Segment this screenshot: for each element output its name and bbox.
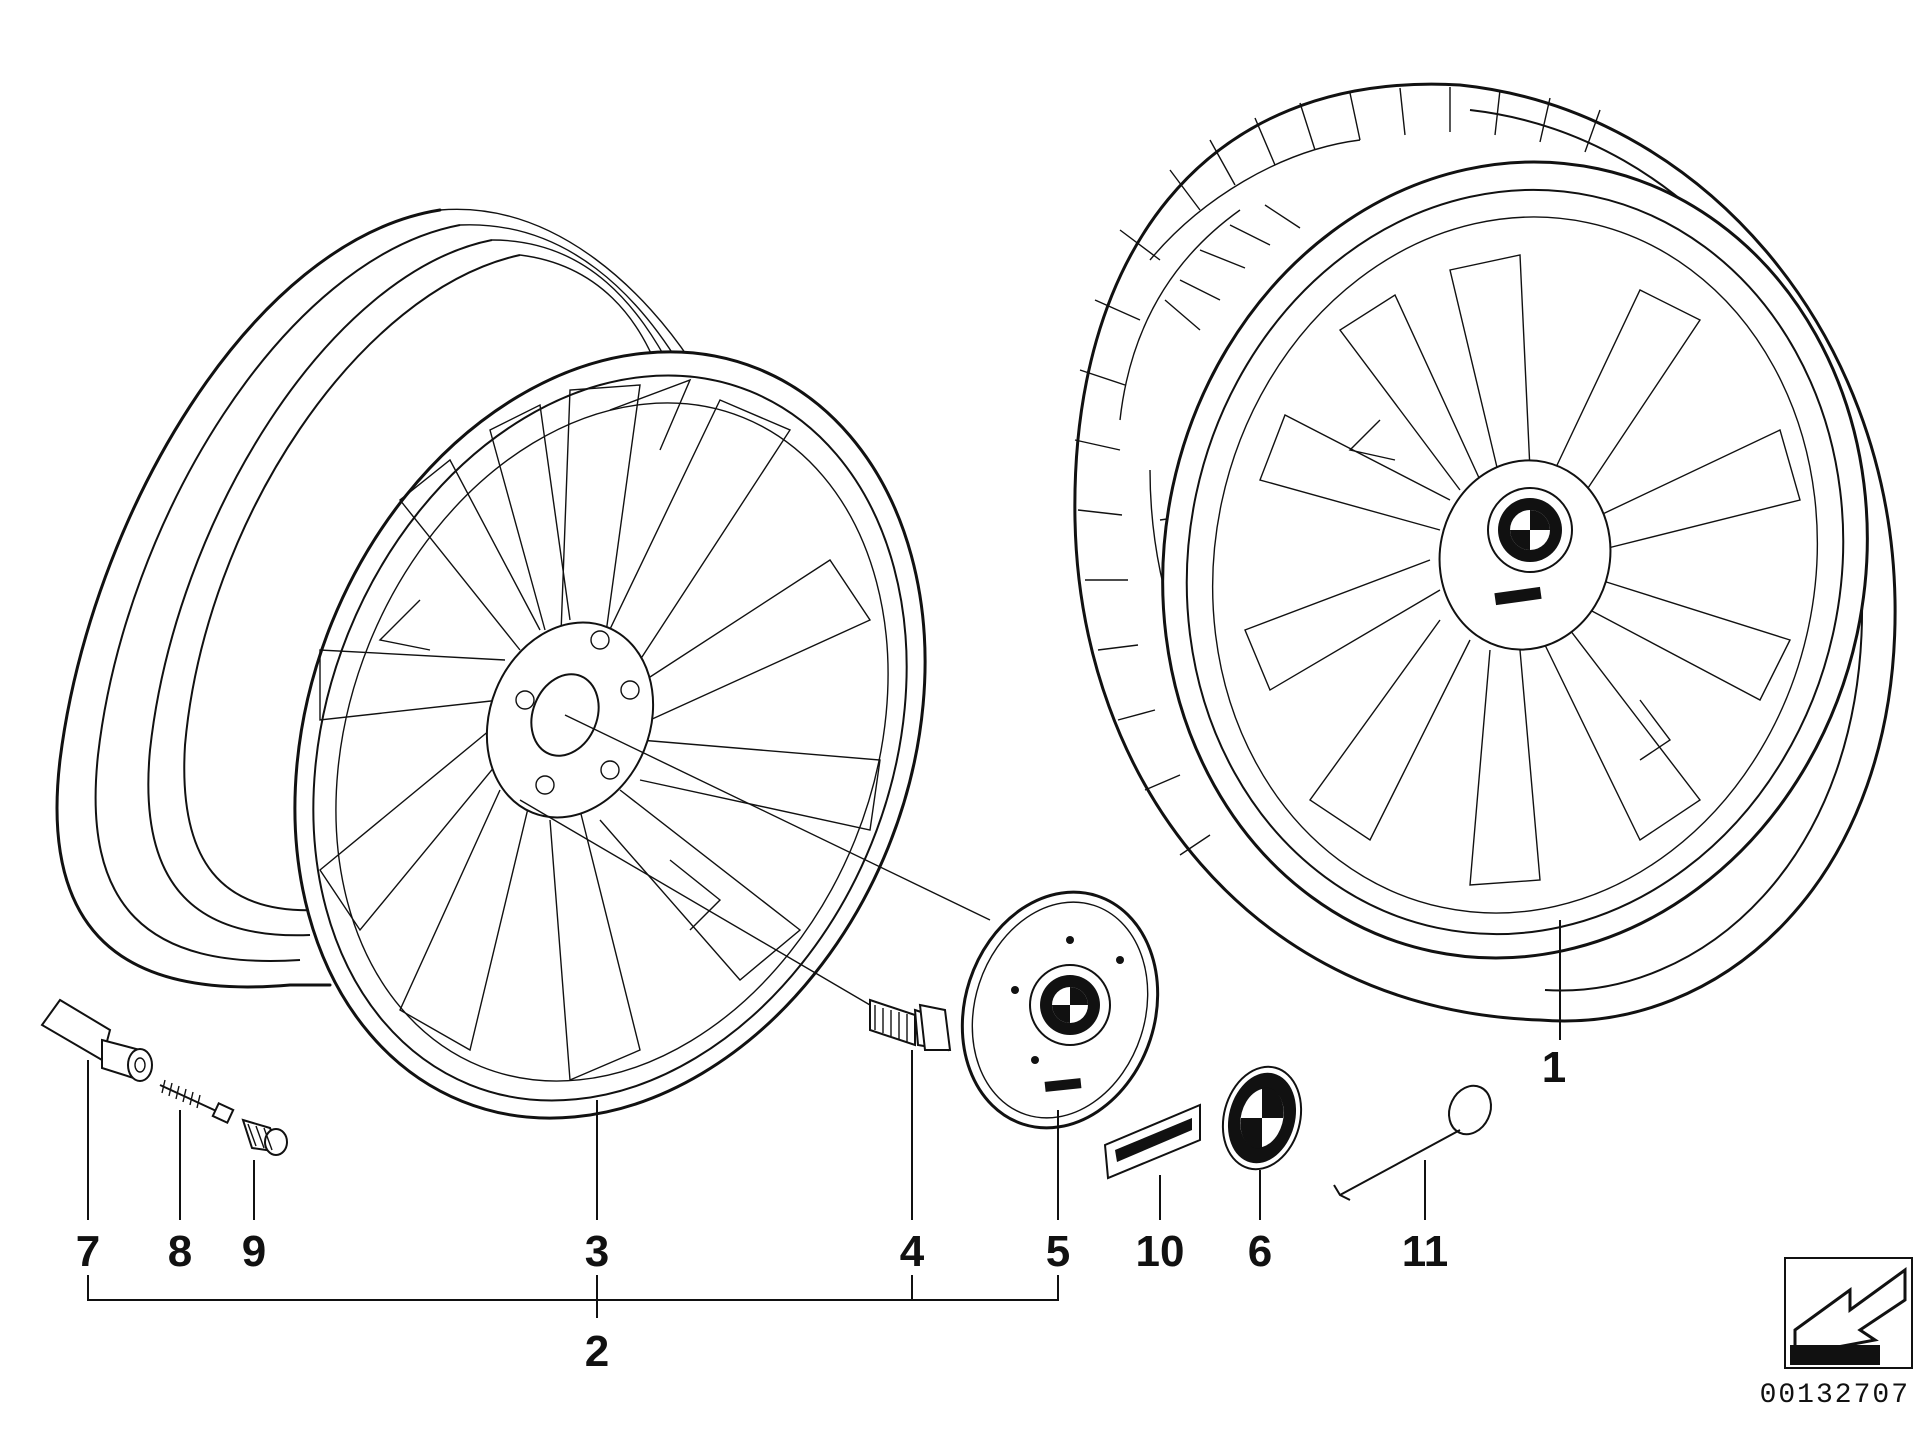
removal-tool-part-11 bbox=[1333, 1084, 1492, 1201]
callout-6: 6 bbox=[1248, 1227, 1272, 1276]
badge-part-10 bbox=[1103, 1103, 1201, 1180]
complete-wheel-part-1 bbox=[1073, 82, 1897, 1023]
callout-9: 9 bbox=[242, 1227, 266, 1276]
callout-7: 7 bbox=[76, 1227, 100, 1276]
orientation-arrow-icon bbox=[1784, 1257, 1913, 1369]
callout-2: 2 bbox=[585, 1327, 609, 1376]
callout-8: 8 bbox=[168, 1227, 192, 1276]
emblem-part-6 bbox=[1221, 1065, 1303, 1171]
valve-cap-part-9 bbox=[241, 1118, 288, 1156]
bmw-roundel-icon bbox=[1498, 498, 1562, 562]
valve-body-part-7 bbox=[40, 998, 153, 1082]
leader-lines bbox=[87, 920, 1561, 1318]
callout-11: 11 bbox=[1402, 1227, 1449, 1276]
callout-10: 10 bbox=[1136, 1227, 1185, 1276]
callout-3: 3 bbox=[585, 1227, 609, 1276]
document-number: 00132707 bbox=[1760, 1380, 1910, 1411]
callout-4: 4 bbox=[900, 1227, 925, 1276]
hub-cap-part-5 bbox=[960, 890, 1160, 1130]
assembly-line-bolt bbox=[519, 799, 871, 1006]
wheel-bolt-part-4 bbox=[869, 998, 952, 1052]
valve-insert-part-8 bbox=[159, 1079, 235, 1125]
callout-5: 5 bbox=[1046, 1227, 1070, 1276]
alloy-rim-part-3 bbox=[55, 208, 927, 1120]
callout-1: 1 bbox=[1542, 1043, 1566, 1092]
assembly-line-cap bbox=[564, 714, 991, 921]
